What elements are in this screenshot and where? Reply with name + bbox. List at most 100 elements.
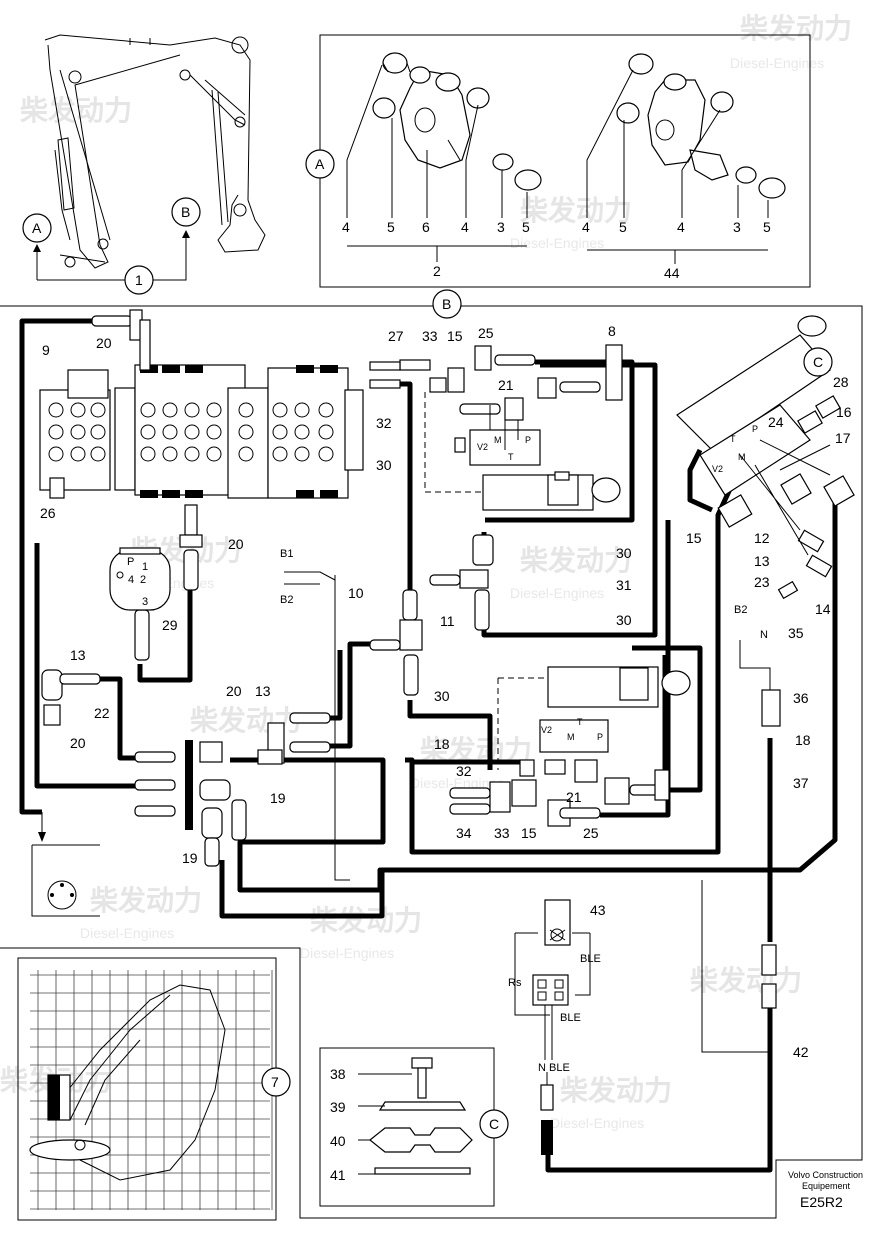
port-label: V2: [712, 464, 723, 474]
valve-spool: [70, 424, 86, 440]
part-number: 28: [833, 374, 849, 390]
watermark-text: 柴发动力: [520, 194, 632, 227]
part-number: 25: [478, 325, 494, 341]
callout-a-circle: [22, 213, 52, 243]
port-label: N BLE: [538, 1062, 570, 1074]
part-number-labels: 9 20 27 33 15 25 32 21 8 30 26 20 29 30 …: [40, 323, 852, 1183]
port-label: M: [494, 435, 502, 445]
port-label: V2: [477, 442, 488, 452]
part-number: 43: [590, 902, 606, 918]
part-number: 32: [456, 763, 472, 779]
part-number: 11: [440, 613, 455, 629]
port-label: V2: [541, 725, 552, 735]
signal-lines: [230, 392, 771, 1053]
view-a-label: 3: [733, 219, 741, 235]
machine-arm-sketch: [44, 34, 266, 269]
part-number: 39: [330, 1099, 346, 1115]
part-number: 18: [795, 732, 811, 748]
watermark-text: 柴发动力: [310, 904, 422, 937]
view-a-ref-label: 2: [433, 263, 441, 279]
pump-port-label: 3: [142, 596, 148, 608]
part-number: 10: [348, 585, 364, 601]
port-label: P: [597, 732, 603, 742]
part-number: 13: [255, 683, 271, 699]
bushing-group-44: 4 5 4 3 5 44: [582, 53, 786, 281]
port-label: BLE: [580, 953, 601, 965]
port-label: B2: [280, 594, 293, 606]
hydraulic-tank: [31, 812, 100, 917]
view-a-label: 4: [582, 219, 590, 235]
part-number: 12: [754, 530, 770, 546]
part-number: 20: [228, 536, 244, 552]
part-number: 23: [754, 574, 770, 590]
valve-spool: [206, 446, 222, 462]
footer-company: Volvo Construction: [788, 1170, 863, 1180]
part-number: 33: [494, 825, 510, 841]
part-number: 15: [686, 530, 702, 546]
part-number: 42: [793, 1044, 809, 1060]
valve-spool: [206, 402, 222, 418]
electrical-circuit: [514, 899, 591, 1155]
watermark-text: 柴发动力: [520, 544, 632, 577]
part-number: 38: [330, 1066, 346, 1082]
pump: P 1 2 4 3: [109, 547, 171, 611]
callout-group-top-left: A B 1: [22, 197, 201, 295]
fittings: [41, 309, 781, 1009]
part-number: 13: [754, 553, 770, 569]
part-number: 20: [70, 735, 86, 751]
valve-spool: [162, 402, 178, 418]
valve-spool: [70, 446, 86, 462]
valve-spool: [140, 424, 156, 440]
view-b-frame: [0, 305, 863, 1219]
view-c-callout: [803, 347, 833, 377]
watermark-text: Diesel-Engines: [80, 925, 174, 941]
view-a-label: 5: [619, 219, 627, 235]
part-number: 18: [434, 736, 450, 752]
valve-spool: [294, 424, 310, 440]
watermark-text: 柴发动力: [740, 12, 852, 45]
pump-port-label: 4: [128, 574, 134, 586]
valve-spool: [238, 402, 254, 418]
part-number: 22: [94, 705, 110, 721]
part-number: 16: [836, 404, 852, 420]
valve-spool: [162, 446, 178, 462]
view-a-ref-label: 44: [664, 265, 680, 281]
part-number: 26: [40, 505, 56, 521]
part-number: 30: [434, 688, 450, 704]
valve-spool: [90, 402, 106, 418]
valve-spool: [294, 446, 310, 462]
part-number: 35: [788, 625, 804, 641]
watermark-text: 柴发动力: [90, 884, 202, 917]
footer-code: E25R2: [800, 1194, 843, 1210]
valve-spool: [48, 446, 64, 462]
port-label: T: [730, 434, 736, 444]
view-c-valve: T P M V2 C: [676, 315, 855, 600]
selector-valve-lower: V2 M P T: [498, 666, 691, 753]
valve-spool: [184, 424, 200, 440]
port-label: N: [760, 629, 768, 641]
bushing-group-2: 4 5 6 4 3 5 2: [342, 52, 542, 279]
view-b-callout: [432, 289, 462, 319]
footer-block: Volvo Construction Equipement E25R2: [788, 1170, 863, 1210]
callout-a-label: A: [32, 220, 42, 236]
valve-spool: [184, 402, 200, 418]
control-valve-block: [39, 364, 364, 499]
detail-c-callout-label: C: [489, 1116, 499, 1132]
valve-spool: [238, 424, 254, 440]
view-a-callout: [305, 149, 335, 179]
valve-spool: [48, 424, 64, 440]
part-number: 15: [447, 328, 463, 344]
part-number: 17: [835, 430, 851, 446]
view-a-label: 4: [342, 219, 350, 235]
port-label: P: [525, 435, 531, 445]
callout-b-label: B: [181, 204, 190, 220]
valve-spool: [184, 446, 200, 462]
valve-spool: [70, 402, 86, 418]
part-number: 15: [521, 825, 537, 841]
valve-spool: [272, 446, 288, 462]
footer-company: Equipement: [802, 1181, 851, 1191]
port-label: P: [752, 424, 758, 434]
part-number: 13: [70, 647, 86, 663]
valve-spool: [272, 424, 288, 440]
